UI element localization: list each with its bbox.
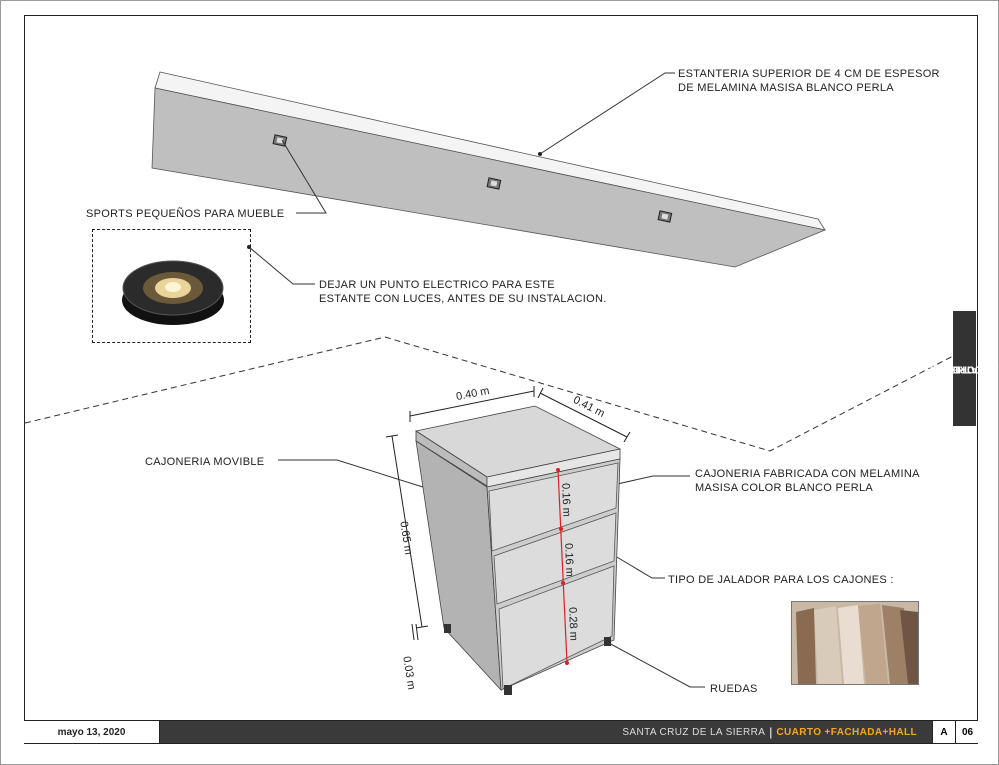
dimension-lines [385, 386, 631, 641]
cabinet-mobile-note: CAJONERIA MOVIBLE [145, 456, 265, 468]
drawer-dimension-line [557, 469, 568, 664]
spot-light-photo [92, 229, 251, 343]
title-city: SANTA CRUZ DE LA SIERRA [622, 726, 766, 738]
spot-light-icon-3 [657, 210, 673, 223]
spots-note: SPORTS PEQUEÑOS PARA MUEBLE [86, 208, 285, 220]
shelf-spec-line1: ESTANTERIA SUPERIOR DE 4 CM DE ESPESOR [678, 68, 940, 80]
cabinet-material-line1: CAJONERIA FABRICADA CON MELAMINA [695, 468, 920, 480]
spot-light-icon-1 [272, 134, 288, 147]
handle-sample-image [792, 602, 918, 684]
author-line2: JORDAN [937, 363, 981, 374]
title-separator: | [769, 725, 773, 739]
drawer-dimension-ticks [556, 468, 569, 665]
spot-light-image [122, 260, 224, 325]
floor-outline [24, 336, 956, 452]
author-tab: ARQ. KATHERINE JORDAN [927, 311, 999, 426]
dim-drawer-1: 0.16 m [559, 482, 573, 518]
title-revision: A [932, 721, 955, 743]
dim-drawer-3: 0.28 m [566, 606, 580, 642]
dim-drawer-2: 0.16 m [562, 542, 576, 578]
shelf-spec-note: ESTANTERIA SUPERIOR DE 4 CM DE ESPESOR D… [678, 67, 940, 95]
wheels-note: RUEDAS [710, 683, 758, 695]
title-project-bar: SANTA CRUZ DE LA SIERRA | CUARTO +FACHAD… [160, 721, 955, 743]
title-date: mayo 13, 2020 [24, 721, 160, 743]
electric-note: DEJAR UN PUNTO ELECTRICO PARA ESTE ESTAN… [319, 278, 607, 306]
handle-sample-photo [791, 601, 919, 685]
cabinet-material-line2: MASISA COLOR BLANCO PERLA [695, 482, 874, 494]
electric-line2: ESTANTE CON LUCES, ANTES DE SU INSTALACI… [319, 293, 607, 305]
title-project: CUARTO +FACHADA+HALL [776, 726, 917, 738]
handle-type-note: TIPO DE JALADOR PARA LOS CAJONES : [668, 574, 894, 586]
cabinet-drawers [488, 462, 619, 690]
sheet-frame [24, 15, 978, 744]
electric-line1: DEJAR UN PUNTO ELECTRICO PARA ESTE [319, 279, 555, 291]
title-block: mayo 13, 2020 SANTA CRUZ DE LA SIERRA | … [24, 720, 979, 743]
shelf-spec-line2: DE MELAMINA MASISA BLANCO PERLA [678, 82, 894, 94]
author-name: ARQ. KATHERINE JORDAN [927, 326, 999, 411]
top-shelf [151, 71, 827, 268]
title-sheet-number: 06 [955, 721, 979, 743]
spot-light-icon-2 [486, 177, 502, 190]
cabinet-wheels [444, 624, 611, 695]
cabinet-material-note: CAJONERIA FABRICADA CON MELAMINA MASISA … [695, 467, 920, 495]
